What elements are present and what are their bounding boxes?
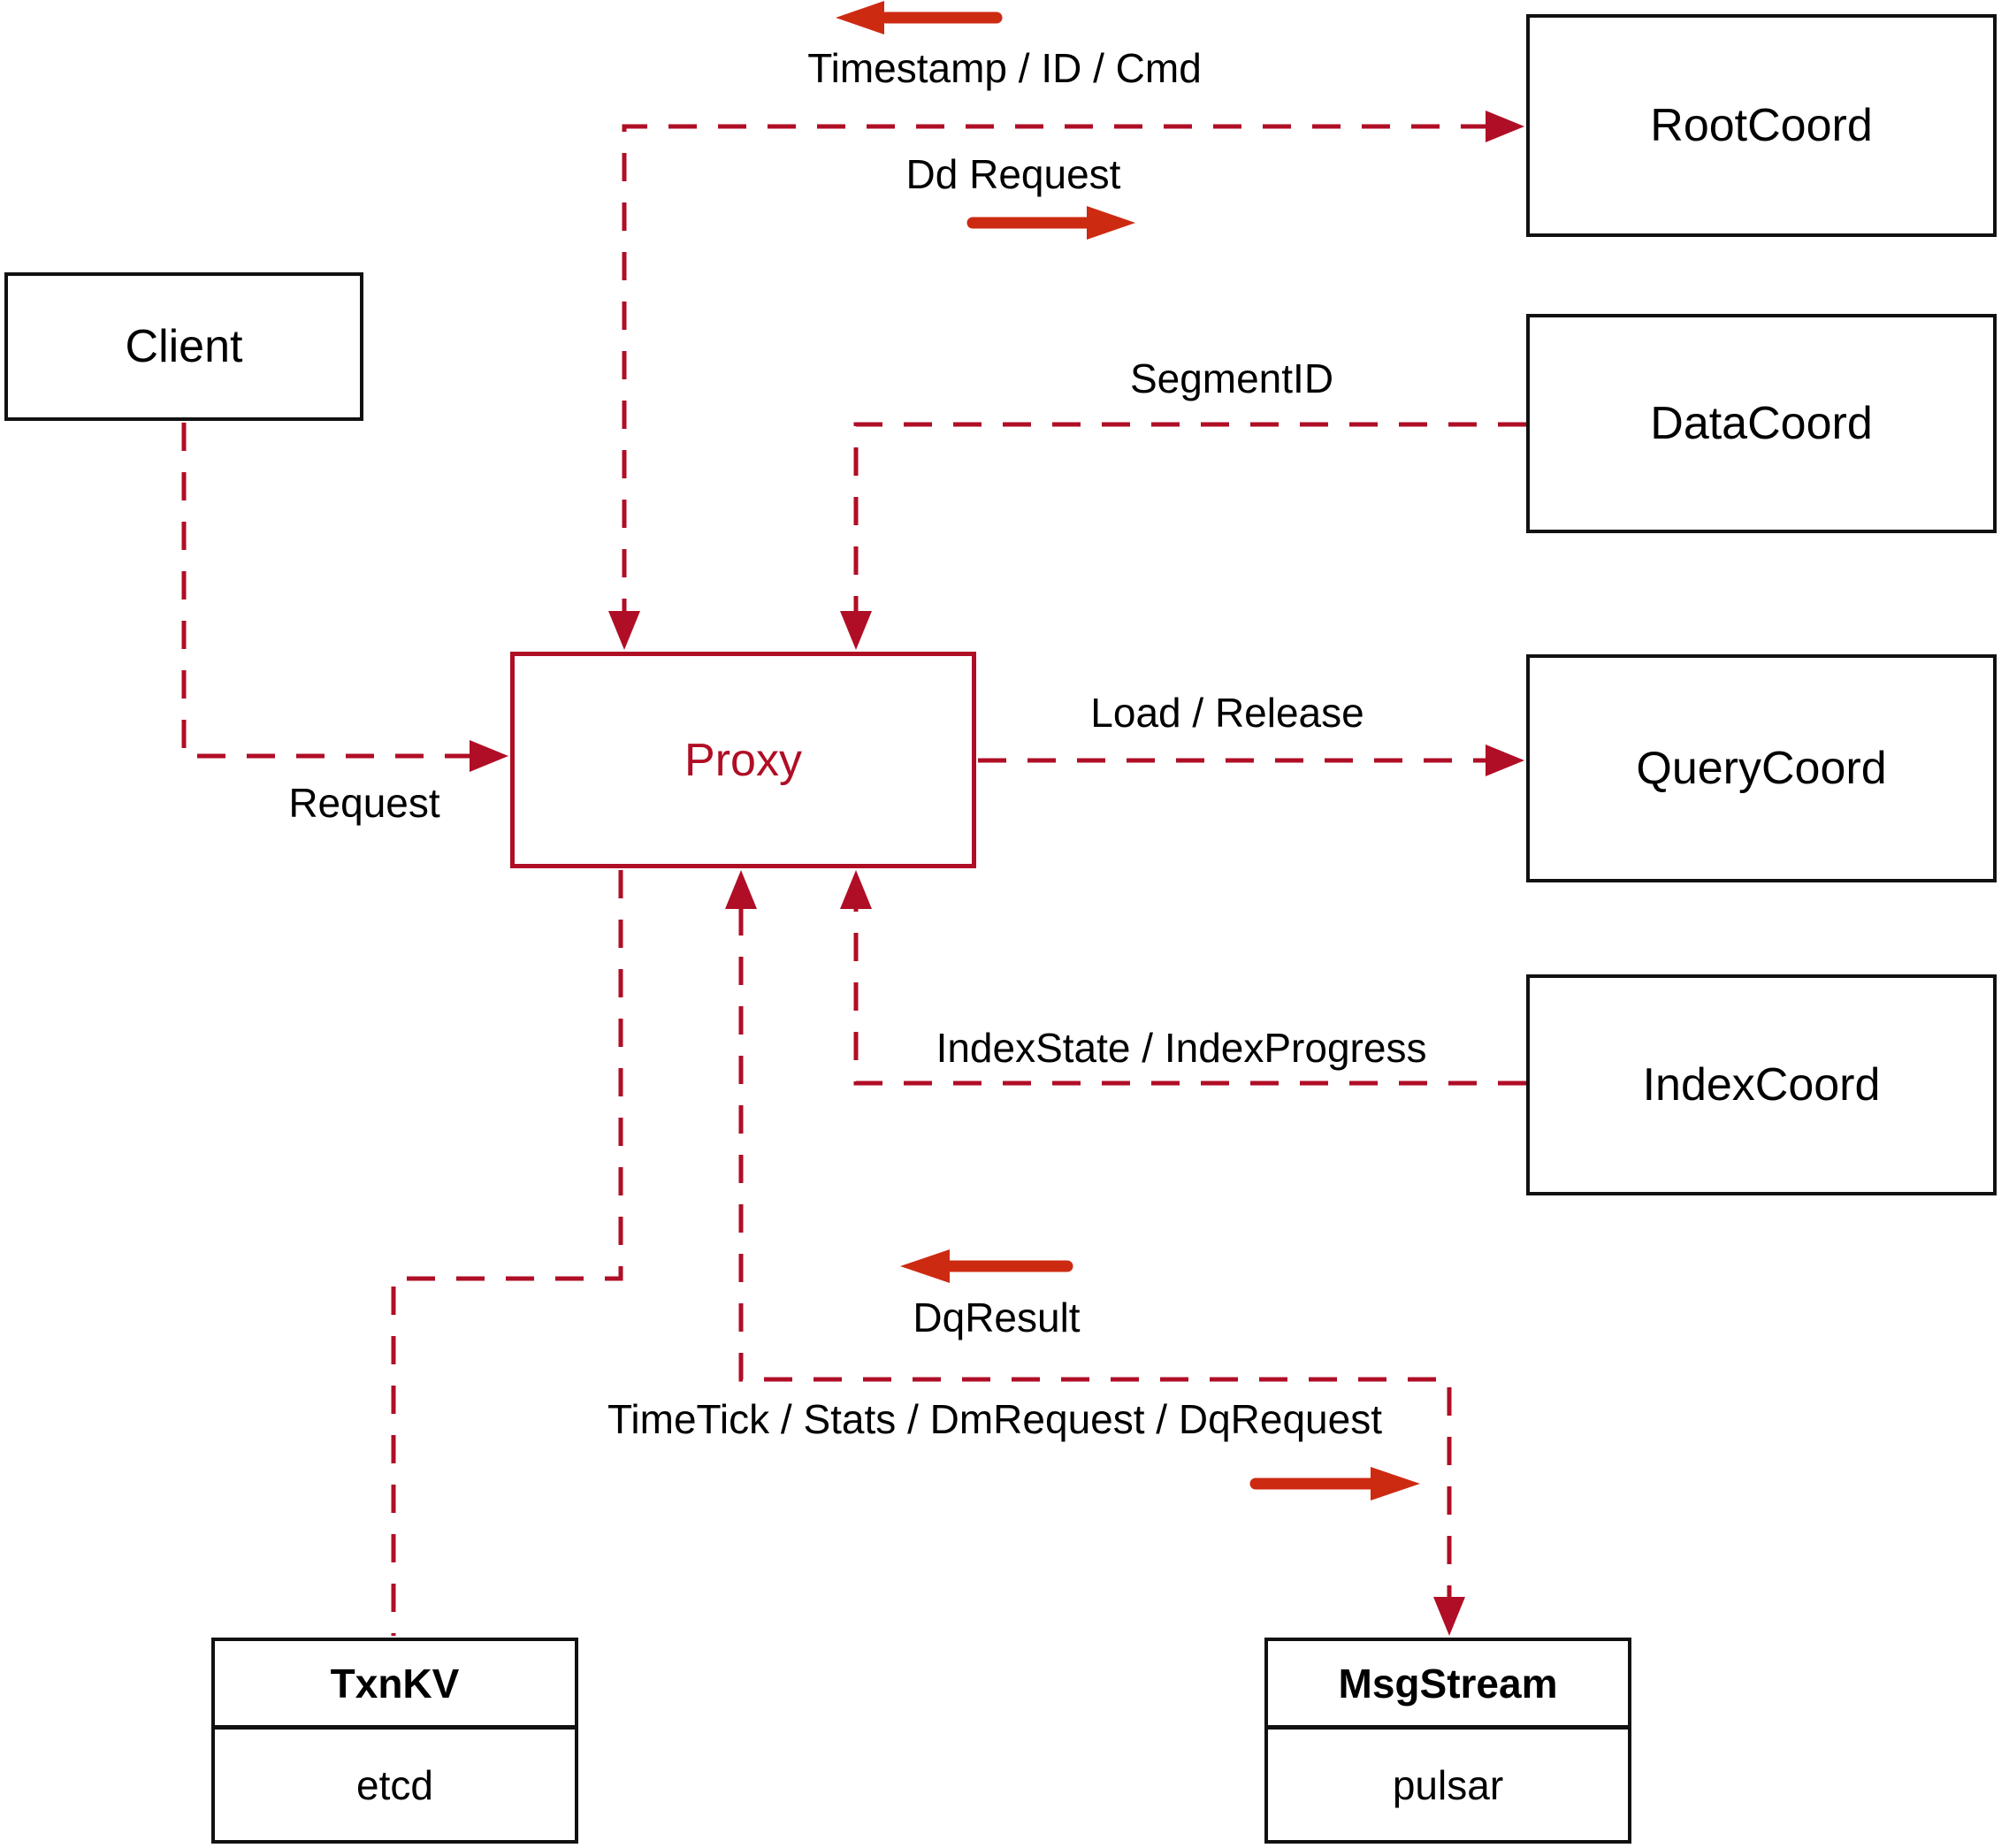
arrowhead-into-proxy-top-left (608, 611, 640, 650)
node-datacoord: DataCoord (1526, 314, 1997, 533)
edge-label-timetick: TimeTick / Stats / DmRequest / DqRequest (607, 1396, 1382, 1442)
edge-index-proxy (853, 907, 1526, 1086)
node-client: Client (4, 272, 363, 421)
dq-result-direction-arrow-head (900, 1249, 950, 1283)
edge-label-dd-request: Dd Request (905, 151, 1121, 197)
node-querycoord: QueryCoord (1526, 654, 1997, 882)
edge-data-proxy (853, 422, 1526, 615)
edge-label-index-state: IndexState / IndexProgress (936, 1025, 1427, 1071)
edge-label-segment-id: SegmentID (1129, 355, 1334, 401)
edge-root-proxy (622, 124, 1489, 615)
node-rootcoord-label: RootCoord (1650, 100, 1873, 151)
arrowhead-into-querycoord (1486, 745, 1524, 776)
arrowhead-into-msgstream (1433, 1597, 1465, 1636)
node-indexcoord: IndexCoord (1526, 974, 1997, 1195)
node-rootcoord: RootCoord (1526, 14, 1997, 237)
node-querycoord-label: QueryCoord (1636, 743, 1887, 794)
timestamp-direction-arrow-head (836, 1, 884, 34)
node-proxy: Proxy (510, 652, 976, 868)
arrowhead-into-proxy-top-right (840, 611, 872, 650)
arrowhead-into-proxy-bottom-right (840, 870, 872, 909)
node-msgstream-title: MsgStream (1268, 1641, 1628, 1730)
node-client-label: Client (125, 321, 243, 372)
arrowhead-into-proxy-left (470, 740, 508, 772)
node-datacoord-label: DataCoord (1650, 398, 1873, 449)
edge-proxy-msgstream (738, 907, 1452, 1599)
dd-request-direction-arrow-head (1087, 206, 1135, 240)
edge-label-request: Request (288, 780, 440, 826)
node-msgstream-impl: pulsar (1392, 1761, 1504, 1808)
node-txnkv-title: TxnKV (215, 1641, 575, 1730)
node-proxy-label: Proxy (684, 734, 802, 786)
edge-label-dq-result: DqResult (913, 1294, 1081, 1340)
edge-label-timestamp-id-cmd: Timestamp / ID / Cmd (807, 45, 1202, 91)
edge-label-load-release: Load / Release (1090, 690, 1364, 736)
edge-client-proxy (181, 423, 471, 759)
node-txnkv-impl: etcd (356, 1761, 433, 1808)
arrowhead-into-proxy-bottom-left (725, 870, 757, 909)
node-txnkv: TxnKV etcd (211, 1638, 578, 1844)
arrowhead-into-rootcoord (1486, 111, 1524, 142)
edge-proxy-txnkv (391, 870, 623, 1636)
node-indexcoord-label: IndexCoord (1642, 1059, 1881, 1111)
timetick-direction-arrow-head (1371, 1467, 1420, 1501)
node-msgstream: MsgStream pulsar (1264, 1638, 1631, 1844)
